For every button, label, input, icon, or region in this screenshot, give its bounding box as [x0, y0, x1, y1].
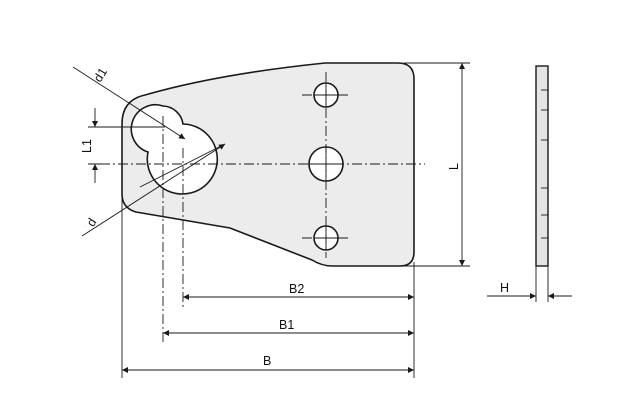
center-lines: [100, 72, 425, 345]
l1-dimension: L1: [80, 108, 165, 183]
l-label: L: [447, 163, 461, 170]
diameter-leaders: d1 d: [72, 65, 226, 237]
d-leader: [81, 143, 226, 237]
d1-leader: [72, 66, 186, 140]
d-label: d: [84, 216, 100, 229]
b1-label: B1: [279, 318, 294, 332]
h-label: H: [500, 281, 509, 295]
l-dimension: L: [404, 62, 470, 267]
b-label: B: [263, 354, 271, 368]
b2-label: B2: [289, 282, 304, 296]
side-view-hidden-edges: [541, 89, 548, 239]
side-view-plate: [535, 65, 549, 267]
l1-label: L1: [80, 139, 94, 153]
d1-label: d1: [91, 65, 110, 84]
plate-outline: [121, 62, 415, 267]
d-leader-inner: [139, 143, 226, 188]
plate-front-view: [100, 62, 425, 345]
width-dimensions: B2 B1 B: [121, 195, 415, 378]
plate-side-view: H: [487, 65, 572, 302]
